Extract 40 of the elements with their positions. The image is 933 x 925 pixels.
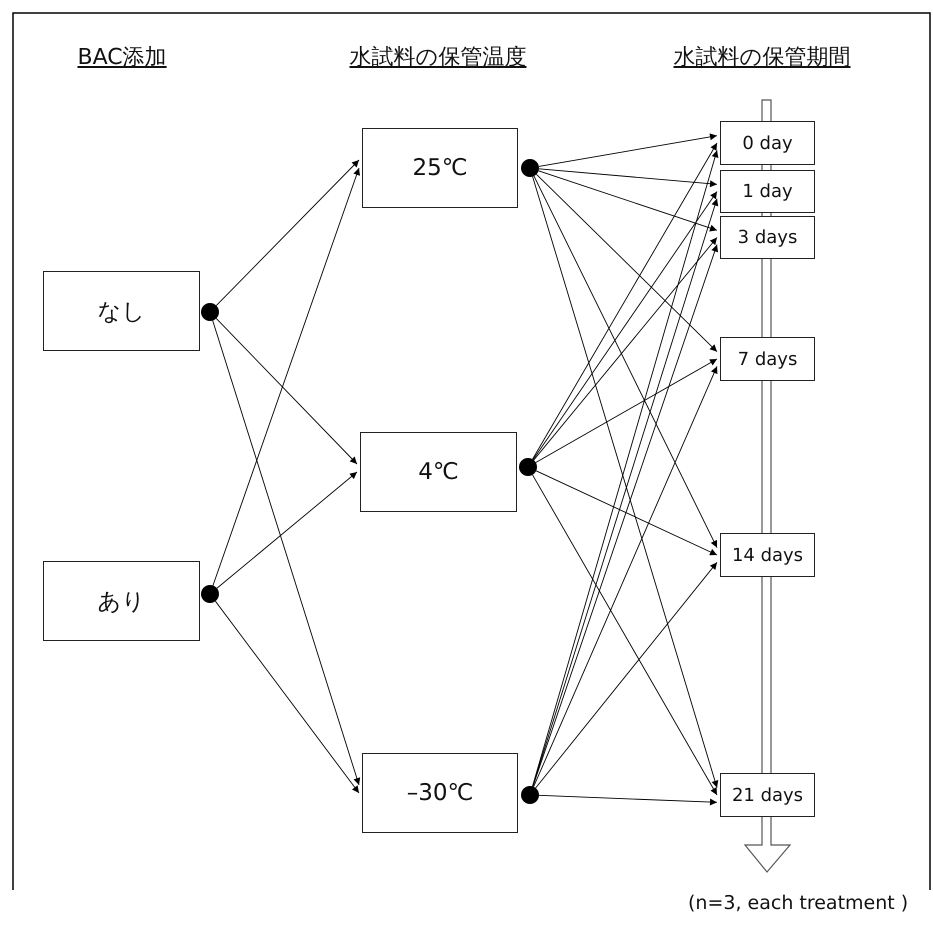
condition-box: 4℃ — [360, 432, 517, 512]
arrow — [216, 472, 358, 589]
arrow — [538, 133, 718, 167]
arrow — [532, 191, 718, 460]
arrow — [214, 600, 360, 794]
arrow — [538, 168, 718, 188]
note-text: (n=3, each treatment ) — [688, 892, 908, 914]
condition-box: –30℃ — [362, 753, 518, 833]
day-box: 7 days — [720, 337, 815, 381]
arrow — [535, 562, 718, 788]
arrow — [538, 794, 718, 806]
arrow — [212, 320, 360, 786]
arrow — [533, 366, 718, 788]
junction-dot — [521, 159, 539, 177]
column-heading: 水試料の保管温度 — [350, 44, 526, 72]
day-box: 0 day — [720, 121, 815, 165]
day-box: 14 days — [720, 533, 815, 577]
day-box: 1 day — [720, 170, 815, 213]
arrow — [532, 142, 718, 460]
day-box: 3 days — [720, 216, 815, 259]
arrow — [538, 170, 718, 232]
junction-dot — [521, 786, 539, 804]
condition-box: あり — [43, 561, 200, 641]
day-box: 21 days — [720, 773, 815, 817]
arrow — [533, 237, 718, 460]
arrow — [534, 176, 718, 548]
arrow — [216, 160, 360, 306]
condition-box: なし — [43, 271, 200, 351]
junction-dot — [201, 303, 219, 321]
junction-dot — [201, 585, 219, 603]
arrow — [212, 168, 360, 586]
arrow — [536, 470, 718, 556]
column-heading: BAC添加 — [78, 44, 167, 72]
arrow — [532, 474, 718, 796]
arrow — [536, 174, 718, 352]
arrow — [535, 358, 718, 463]
condition-box: 25℃ — [362, 128, 518, 208]
column-heading: 水試料の保管期間 — [674, 44, 850, 72]
junction-dot — [519, 458, 537, 476]
arrow — [216, 318, 358, 464]
